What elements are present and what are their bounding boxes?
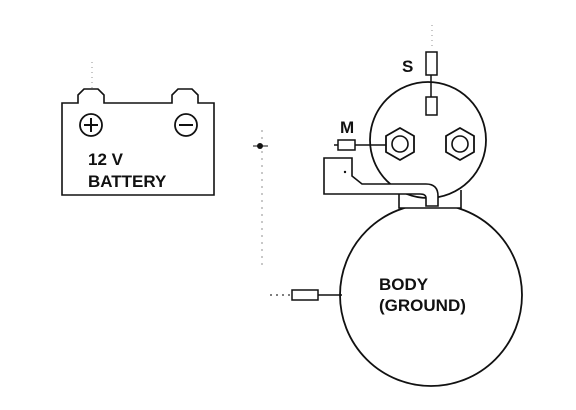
negative-terminal-icon [174, 113, 198, 137]
terminal-s-lead [425, 51, 438, 116]
terminal-m-label: M [340, 118, 354, 137]
body-label-line1: BODY [379, 275, 429, 294]
battery-voltage-label: 12 V [88, 150, 124, 169]
battery [61, 88, 215, 196]
b-post-hex-nut-icon [445, 126, 475, 162]
terminal-s-label: S [402, 57, 413, 76]
positive-terminal-icon [79, 113, 103, 137]
m-post-hex-nut-icon [385, 126, 415, 162]
battery-outline [61, 88, 215, 196]
body-ground-circle [339, 203, 523, 387]
battery-name-label: BATTERY [88, 172, 167, 191]
starter-body [339, 203, 523, 387]
ground-lead [270, 289, 342, 301]
field-strap [323, 157, 439, 207]
terminal-m-lead [334, 139, 386, 151]
construction-marks [91, 25, 433, 268]
body-label-line2: (GROUND) [379, 296, 466, 315]
